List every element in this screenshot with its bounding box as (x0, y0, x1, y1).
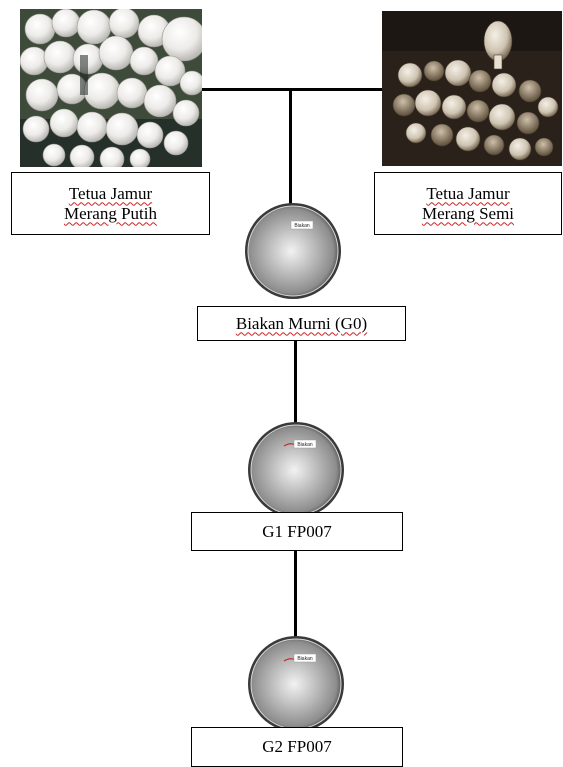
right-parent-label: Tetua Jamur Merang Semi (374, 172, 562, 235)
white-straw-mushroom-photo (20, 9, 202, 167)
petri-dish-icon: Biakan (246, 634, 346, 734)
generation-label-g2: G2 FP007 (191, 727, 403, 767)
left-parent-label-line2: Merang Putih (64, 204, 157, 224)
petri-dish-g2-graphic: Biakan (246, 634, 346, 734)
generation-label-g0: Biakan Murni (G0) (197, 306, 406, 341)
generation-label-g1-text: G1 FP007 (262, 522, 331, 542)
petri-dish-icon: Biakan (246, 420, 346, 520)
right-parent-label-line2: Merang Semi (422, 204, 514, 224)
semi-straw-mushroom-photo (382, 11, 562, 166)
g1-g2-connector (294, 551, 297, 639)
petri-dish-g0-graphic: Biakan (243, 201, 343, 301)
parent-connector-horizontal (200, 88, 388, 91)
left-parent-label-line1: Tetua Jamur (69, 184, 152, 204)
parent-connector-vertical (289, 88, 292, 210)
right-parent-label-line1: Tetua Jamur (426, 184, 509, 204)
generation-label-g2-text: G2 FP007 (262, 737, 331, 757)
petri-dish-tag: Biakan (297, 442, 313, 448)
g0-g1-connector (294, 340, 297, 425)
petri-dish-g1-graphic: Biakan (246, 420, 346, 520)
petri-dish-icon: Biakan (243, 201, 343, 301)
left-parent-label: Tetua Jamur Merang Putih (11, 172, 210, 235)
generation-label-g1: G1 FP007 (191, 512, 403, 551)
petri-dish-tag: Biakan (297, 656, 313, 662)
petri-dish-tag: Biakan (294, 223, 310, 229)
generation-label-g0-text: Biakan Murni (G0) (236, 314, 367, 334)
